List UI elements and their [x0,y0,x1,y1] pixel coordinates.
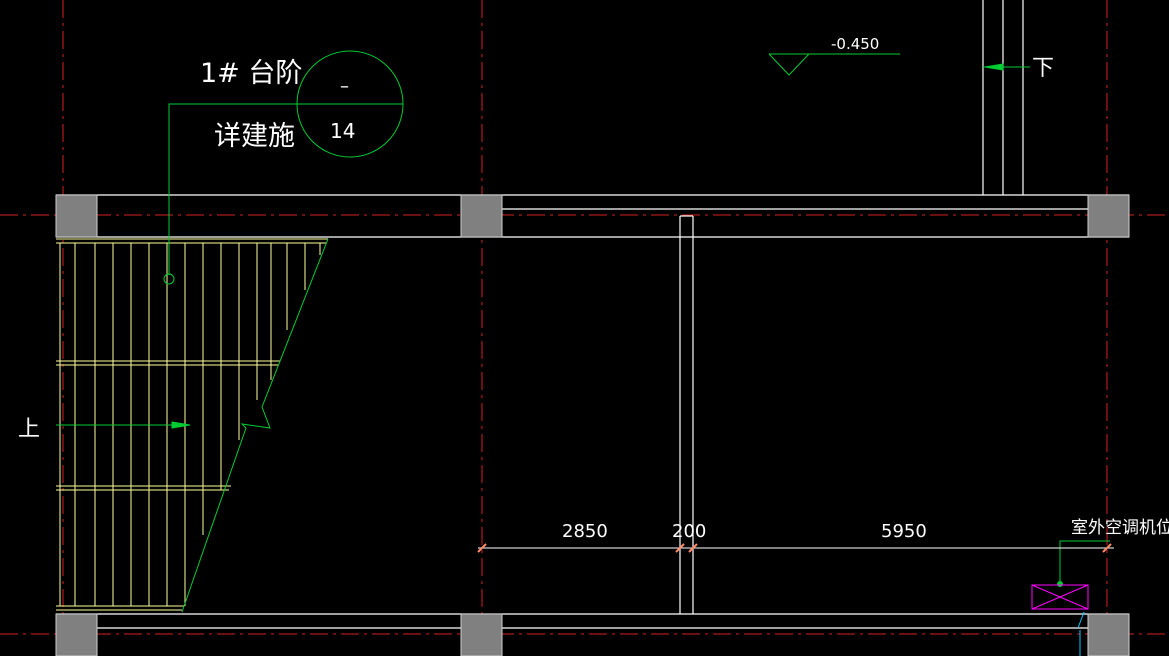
dimension-text: 2850 [562,521,608,542]
dimension-tick [477,543,487,553]
elevation-value: -0.450 [831,35,879,53]
detail-leader [168,103,297,275]
column [55,194,98,238]
leader-end-circle [163,273,175,285]
stair-label: 1# 台阶 [200,58,302,89]
dimension-tick [675,543,685,553]
column [1087,613,1130,656]
column [460,613,503,656]
down-arrow-head [984,63,1004,71]
column [1087,194,1130,238]
detail-symbol-bottom: 14 [330,119,355,143]
dimension-tick [688,543,698,553]
dimension-text: 5950 [881,521,927,542]
detail-ref-label: 详建施 [214,121,295,152]
ac-leader-dot [1057,581,1063,587]
column [460,194,503,238]
ac-leader [1059,540,1110,585]
elevation-marker [768,53,811,76]
columns [55,194,1130,656]
break-line [181,238,329,613]
dimension-tick [1102,543,1112,553]
up-label: 上 [18,417,40,442]
column [55,613,98,656]
dimension-line [477,543,1114,553]
ac-unit [1031,584,1089,610]
annotation-graphics [56,50,1110,613]
ac-label: 室外空调机位 [1071,518,1169,538]
dimension-text: 200 [672,521,706,542]
drain-pipe [1077,611,1085,656]
up-arrow-head [171,421,191,429]
down-label: 下 [1032,56,1054,81]
detail-symbol-top: – [340,76,349,97]
